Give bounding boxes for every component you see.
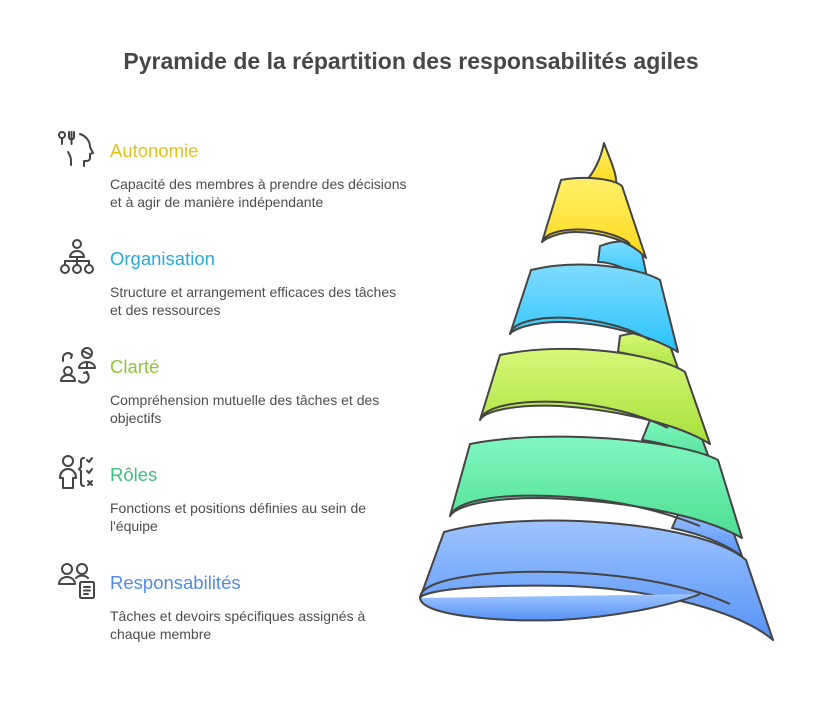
layer-responsabilites (419, 519, 774, 641)
person-checklist-icon (59, 455, 93, 489)
layer-organisation (509, 263, 679, 353)
head-fork-knife-icon (58, 131, 94, 167)
org-chart-icon (60, 239, 94, 274)
item-label: Rôles (110, 464, 158, 485)
layer-roles (449, 435, 743, 539)
item-label: Autonomie (110, 140, 199, 161)
item-description: Compréhension mutuelle des tâches et des… (110, 392, 380, 426)
item-description: Fonctions et positions définies au sein … (110, 500, 367, 534)
item-description: Tâches et devoirs spécifiques assignés à… (110, 608, 366, 642)
people-document-icon (58, 563, 95, 599)
item-label: Clarté (110, 356, 160, 377)
item-label: Organisation (110, 248, 215, 269)
item-description: Capacité des membres à prendre des décis… (110, 176, 407, 210)
item-description: Structure et arrangement efficaces des t… (110, 284, 397, 318)
people-exchange-icon (60, 347, 96, 384)
spiral-pyramid-graphic (419, 142, 774, 641)
page-title: Pyramide de la répartition des responsab… (123, 48, 699, 74)
item-label: Responsabilités (110, 572, 241, 593)
